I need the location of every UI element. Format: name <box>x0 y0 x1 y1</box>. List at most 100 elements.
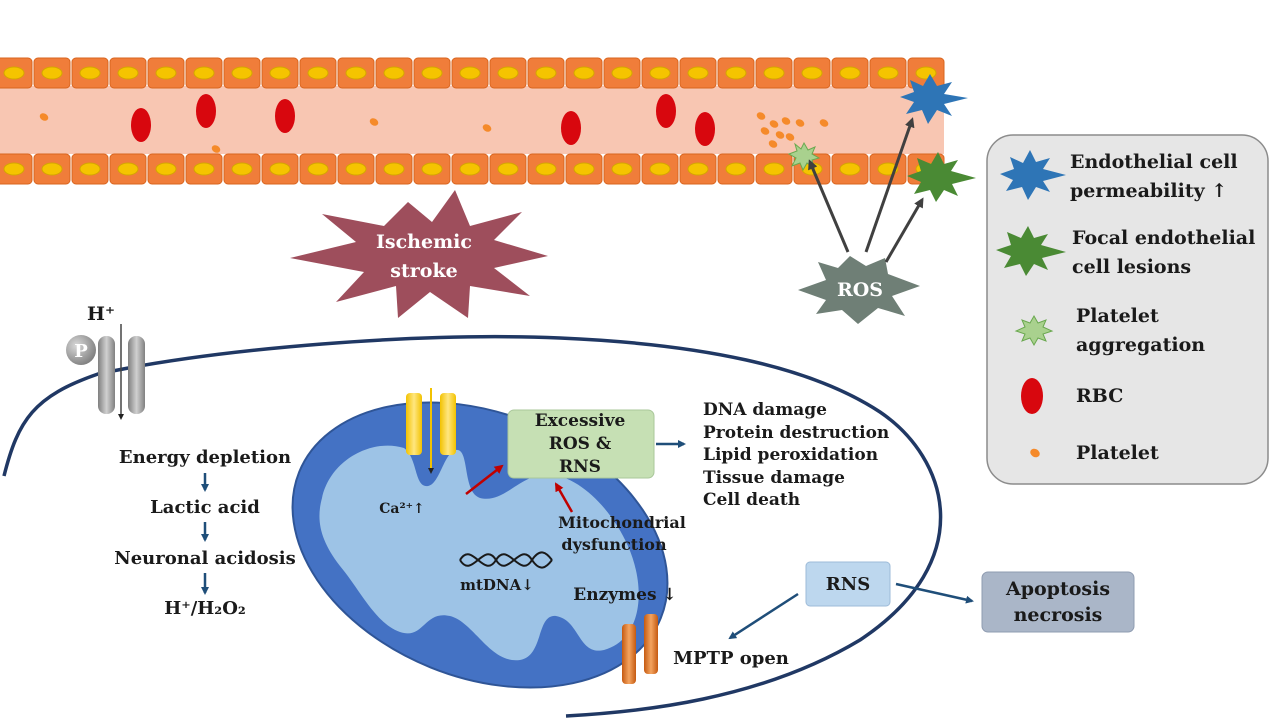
legend-green-star-icon <box>996 226 1066 276</box>
pump-phosphate-label: P <box>74 341 88 362</box>
mito-dysfunction-label-2: dysfunction <box>561 535 667 554</box>
legend-blue-star-icon <box>1000 150 1066 200</box>
mptp-channel-right <box>644 614 658 674</box>
endothelial-nucleus <box>79 66 101 80</box>
endothelial-nucleus <box>231 66 253 80</box>
rbc-icon <box>275 99 295 133</box>
vessel-wall-bottom <box>0 153 945 185</box>
pathway-step-4: H⁺/H₂O₂ <box>164 598 246 619</box>
legend-item-5-label: Platelet <box>1076 442 1159 464</box>
endothelial-nucleus <box>649 66 671 80</box>
endothelial-nucleus <box>459 66 481 80</box>
ros-arrow-to-blue-star <box>864 117 915 253</box>
endothelial-nucleus <box>801 66 823 80</box>
endothelial-nucleus <box>3 162 25 176</box>
endothelial-nucleus <box>535 66 557 80</box>
ischemic-stroke-star-icon <box>290 190 548 318</box>
platelet-icon <box>760 127 770 135</box>
rbc-cells <box>131 94 715 146</box>
ros-star-label: ROS <box>837 279 883 301</box>
mtdna-helix-icon-strand-2 <box>459 553 553 569</box>
mptp-channel-left <box>622 624 636 684</box>
damage-item-2: Protein destruction <box>703 423 889 443</box>
mito-inner-matrix <box>319 445 639 661</box>
endothelial-nucleus <box>345 66 367 80</box>
endothelial-nucleus <box>459 162 481 176</box>
endothelial-nucleus <box>839 162 861 176</box>
rbc-icon <box>561 111 581 145</box>
mtdna-label: mtDNA↓ <box>460 576 534 594</box>
ros-rns-box-line-1: Excessive <box>535 411 626 431</box>
damage-item-1: DNA damage <box>703 400 827 420</box>
vessel-wall-top <box>0 57 945 89</box>
endothelial-nucleus <box>383 66 405 80</box>
rbc-icon <box>695 112 715 146</box>
endothelial-nucleus <box>725 66 747 80</box>
endothelial-nucleus <box>117 66 139 80</box>
calcium-to-ros-arrow <box>465 464 504 495</box>
endothelial-nucleus <box>269 66 291 80</box>
pump-channel-left <box>98 336 115 414</box>
endothelial-nucleus <box>763 162 785 176</box>
legend-item-3-line-1: Platelet <box>1076 305 1159 327</box>
platelet-icon <box>795 119 805 127</box>
rbc-icon <box>196 94 216 128</box>
pathway-step-1: Energy depletion <box>119 447 291 468</box>
ros-rns-box-line-2: ROS & <box>549 434 612 454</box>
endothelial-nucleus <box>117 162 139 176</box>
platelet-icon <box>482 124 492 132</box>
endothelial-nucleus <box>649 162 671 176</box>
damage-item-3: Lipid peroxidation <box>703 445 878 465</box>
damage-list: DNA damage Protein destruction Lipid per… <box>703 400 889 510</box>
ischemic-stroke-label-2: stroke <box>390 260 457 282</box>
legend-item-1-line-1: Endothelial cell <box>1070 151 1238 173</box>
mito-dysfunction-label-1: Mitochondrial <box>558 513 686 532</box>
endothelial-nucleus <box>41 66 63 80</box>
endothelial-nucleus <box>383 162 405 176</box>
legend-item-4-label: RBC <box>1076 385 1123 407</box>
endothelial-nucleus <box>877 66 899 80</box>
legend-background <box>986 134 1269 485</box>
focal-lesion-star-icon <box>907 152 976 202</box>
platelet-icon <box>785 133 795 141</box>
platelet-icon <box>39 113 49 121</box>
rbc-icon <box>656 94 676 128</box>
legend-item-1-line-2: permeability ↑ <box>1070 180 1227 202</box>
platelet-icon <box>781 117 791 125</box>
calcium-channel-right <box>440 393 456 455</box>
platelet-icon <box>369 118 379 126</box>
platelet-icon <box>775 131 785 139</box>
ros-star-icon <box>798 256 920 324</box>
apoptosis-box-line-1: Apoptosis <box>1005 578 1110 600</box>
platelets <box>39 112 829 153</box>
legend-panel: Endothelial cell permeability ↑ Focal en… <box>986 134 1269 485</box>
endothelial-permeability-star-icon <box>900 74 968 124</box>
apoptosis-box <box>981 571 1135 633</box>
mptp-label: MPTP open <box>673 648 789 669</box>
ros-rns-box-line-3: RNS <box>559 457 601 477</box>
blood-vessel <box>0 57 945 185</box>
endothelial-nucleus <box>79 162 101 176</box>
endothelial-nucleus <box>611 162 633 176</box>
rns-box <box>805 561 891 607</box>
damage-item-4: Tissue damage <box>703 468 845 488</box>
rns-to-mptp-arrow <box>728 592 799 640</box>
endothelial-nucleus <box>839 66 861 80</box>
endothelial-nucleus <box>193 66 215 80</box>
endothelial-nucleus <box>193 162 215 176</box>
proton-label: H⁺ <box>87 303 115 325</box>
ischemic-stroke-label-1: Ischemic <box>376 231 472 253</box>
ros-arrow-to-green-star <box>884 197 924 263</box>
endothelial-nucleus <box>3 66 25 80</box>
apoptosis-box-line-2: necrosis <box>1014 604 1103 626</box>
endothelial-nucleus <box>231 162 253 176</box>
platelet-icon <box>756 112 766 120</box>
legend-item-3-line-2: aggregation <box>1076 334 1205 356</box>
endothelial-nucleus <box>573 66 595 80</box>
rns-box-label: RNS <box>826 574 870 595</box>
endothelial-nucleus <box>421 66 443 80</box>
endothelial-nucleus <box>421 162 443 176</box>
endothelial-nucleus <box>763 66 785 80</box>
damage-item-5: Cell death <box>703 490 800 510</box>
endothelial-nucleus <box>915 66 937 80</box>
